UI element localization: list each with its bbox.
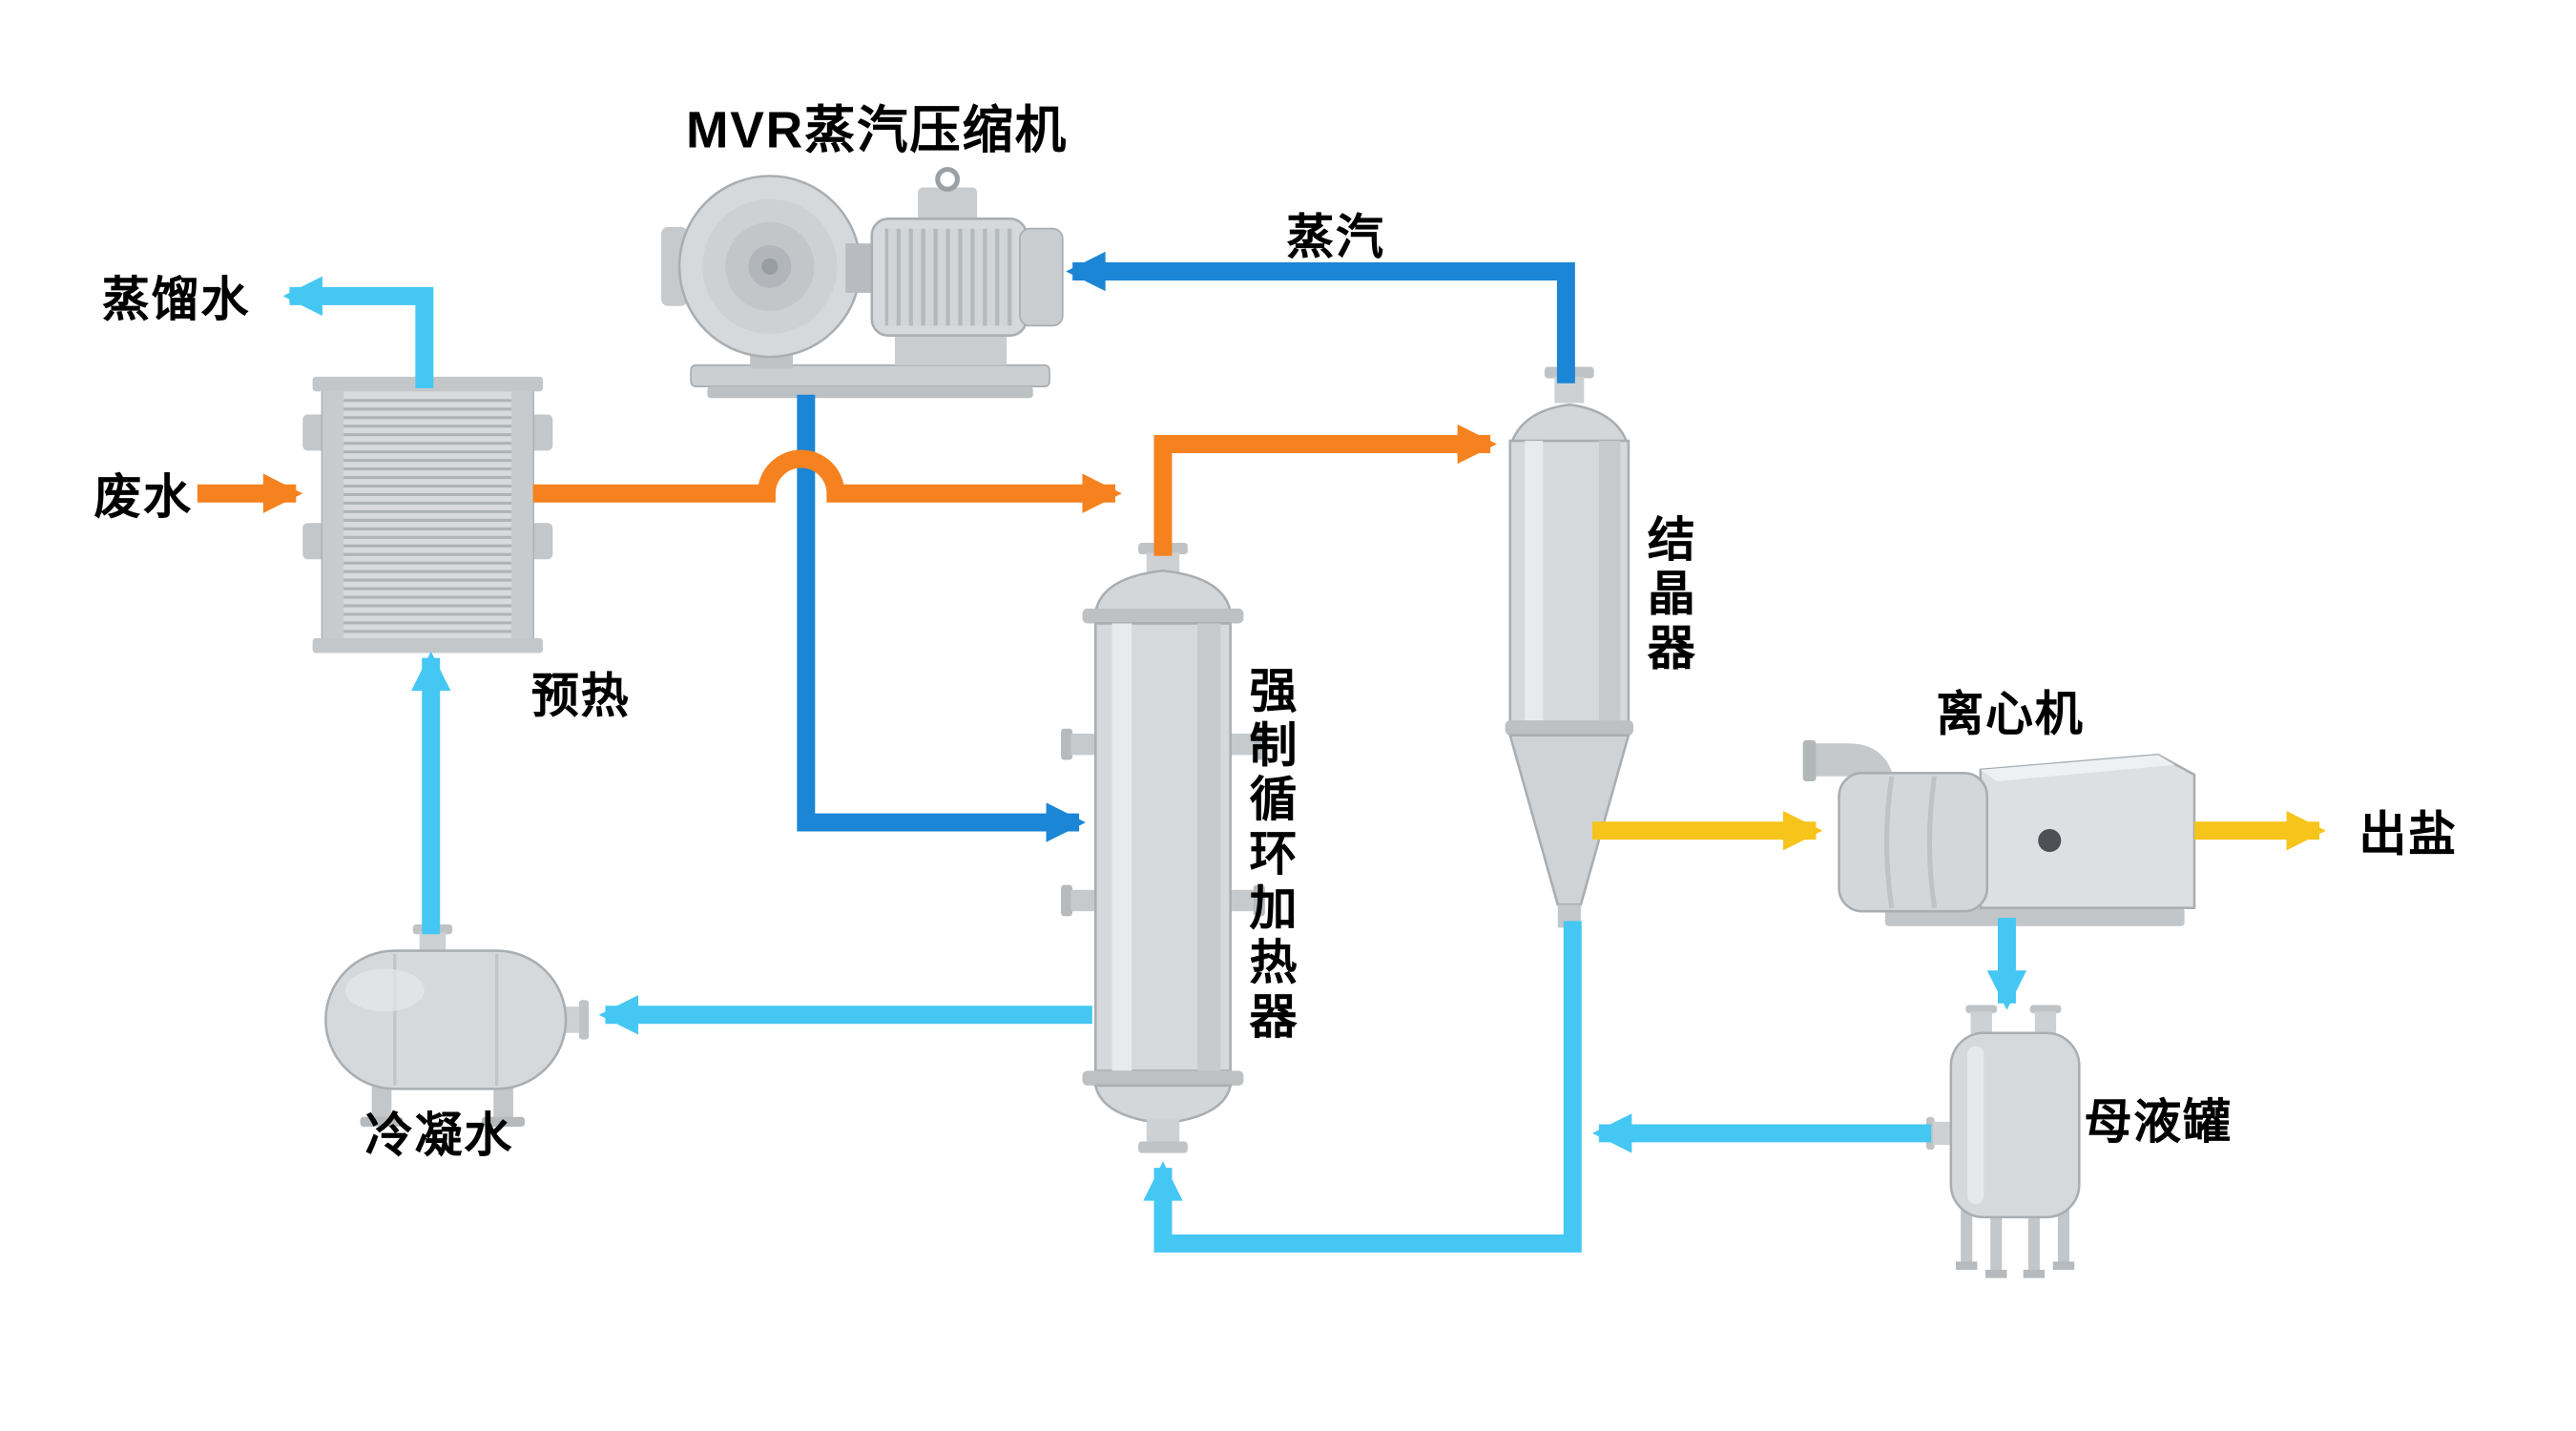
label-salt-out: 出盐 [2358, 809, 2458, 862]
label-mvr-compressor: MVR蒸汽压缩机 [686, 101, 1068, 159]
heat-exchanger-preheater [302, 376, 553, 653]
pipes [197, 251, 2326, 1253]
label-forced-circulation-heater: 强制循环加热器 [1241, 665, 1295, 1046]
label-centrifuge: 离心机 [1936, 689, 2085, 742]
label-condensate-water: 冷凝水 [364, 1110, 513, 1163]
pipe-distilled-water-out [282, 276, 434, 388]
pipe-circulation-to-heater [1143, 921, 1582, 1253]
crystallizer [1505, 366, 1634, 928]
pipe-preheated-feed [532, 449, 1122, 513]
pipe-steam-to-compressor [1066, 251, 1575, 384]
lifting-eye-icon [935, 167, 961, 192]
centrifuge [1802, 739, 2196, 926]
label-mother-liquor-tank: 母液罐 [2084, 1097, 2233, 1151]
mother-liquor-tank [1925, 1005, 2081, 1278]
pipe-heater-to-crystallizer [1153, 424, 1497, 556]
label-steam: 蒸汽 [1286, 212, 1385, 265]
label-waste-water: 废水 [93, 471, 193, 526]
centrifuge-port-icon [2038, 828, 2062, 853]
label-preheat: 预热 [530, 671, 631, 724]
label-distilled-water: 蒸馏水 [101, 274, 251, 328]
pipe-compressed-steam-to-heater [797, 394, 1086, 842]
label-crystallizer: 结晶器 [1639, 513, 1693, 677]
forced-circulation-heater [1061, 542, 1265, 1153]
mvr-compressor [661, 167, 1064, 399]
